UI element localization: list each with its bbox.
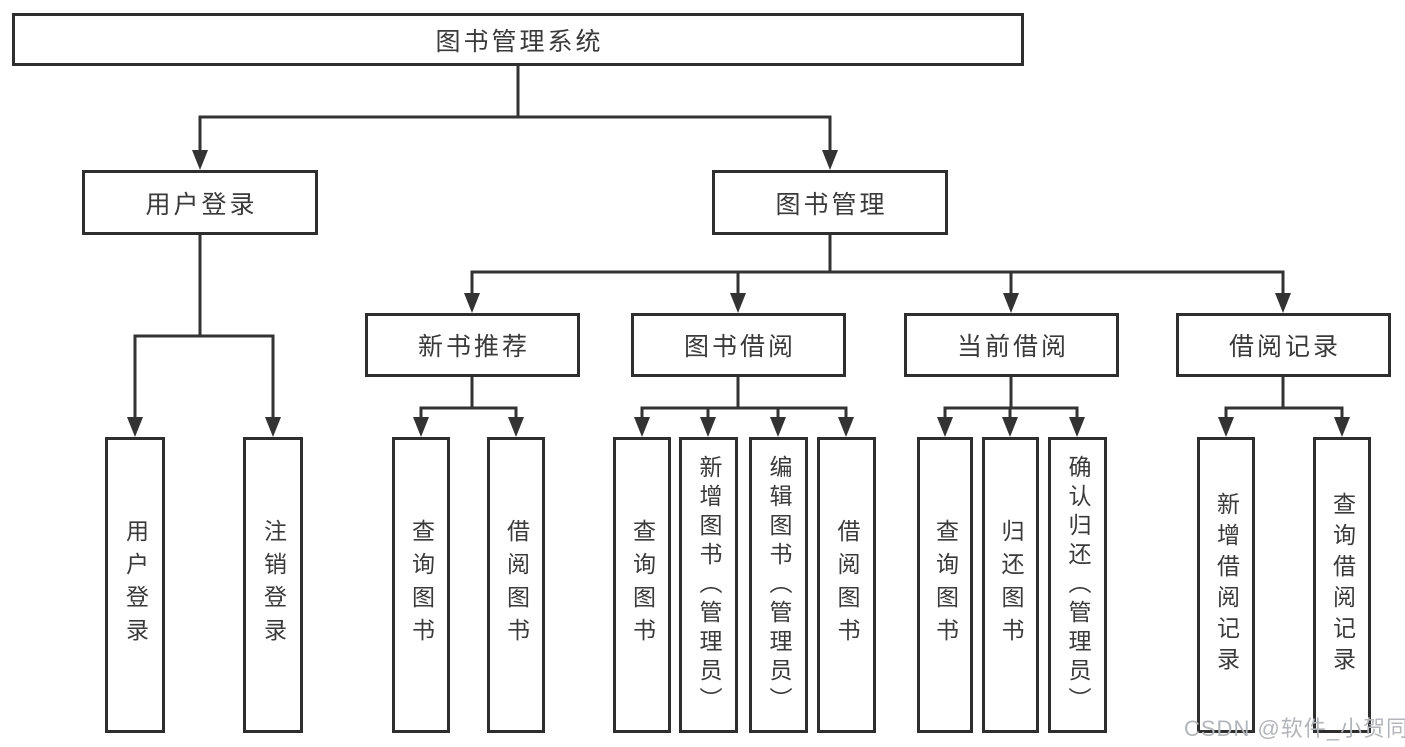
leaf-add-book-admin: 新增图书（管理员） xyxy=(679,437,738,733)
node-borrowing-records: 借阅记录 xyxy=(1176,313,1391,377)
node-book-borrowing: 图书借阅 xyxy=(631,313,846,377)
leaf-query-books-current: 查询图书 xyxy=(917,437,973,733)
leaf-borrow-books-recommend: 借阅图书 xyxy=(487,437,545,733)
leaf-borrow-books-borrowing: 借阅图书 xyxy=(817,437,876,733)
node-new-book-recommendation: 新书推荐 xyxy=(365,313,580,377)
watermark: CSDN @软件_小贺同学 xyxy=(1184,716,1405,741)
leaf-query-books-recommend: 查询图书 xyxy=(392,437,450,733)
leaf-query-borrow-record: 查询借阅记录 xyxy=(1313,437,1371,733)
leaf-add-borrow-record: 新增借阅记录 xyxy=(1197,437,1255,733)
leaf-user-login: 用户登录 xyxy=(105,437,165,733)
leaf-query-books-borrowing: 查询图书 xyxy=(613,437,671,733)
node-book-management: 图书管理 xyxy=(712,170,948,235)
leaf-confirm-return-admin: 确认归还（管理员） xyxy=(1048,437,1107,733)
leaf-edit-book-admin: 编辑图书（管理员） xyxy=(749,437,808,733)
leaf-return-books: 归还图书 xyxy=(982,437,1039,733)
leaf-logout: 注销登录 xyxy=(243,437,303,733)
node-user-login: 用户登录 xyxy=(82,170,318,235)
node-library-management-system: 图书管理系统 xyxy=(12,13,1024,66)
node-current-borrowing: 当前借阅 xyxy=(904,313,1119,377)
